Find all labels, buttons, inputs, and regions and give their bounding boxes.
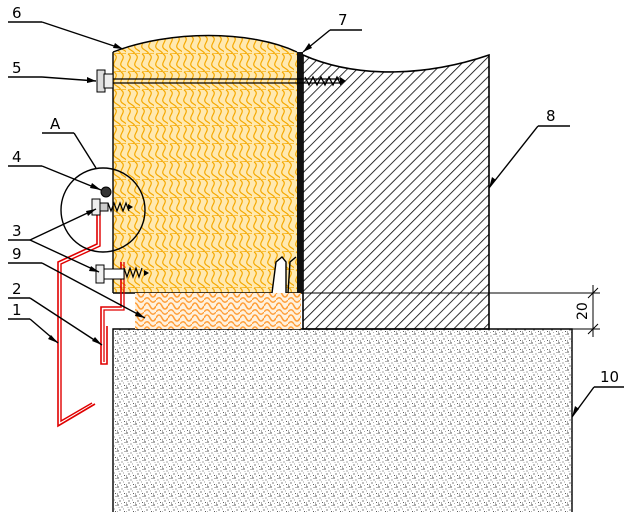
masonry-wall xyxy=(302,53,490,330)
concrete-foundation xyxy=(112,328,573,512)
callout-9-label: 9 xyxy=(12,245,22,263)
callout-6-label: 6 xyxy=(12,4,22,22)
callout-7-label: 7 xyxy=(338,11,348,29)
callout-8-label: 8 xyxy=(546,107,556,125)
callout-3: 3 xyxy=(8,208,100,273)
callout-7: 7 xyxy=(302,11,362,53)
self-drilling-screw-icon xyxy=(91,186,133,216)
insulation-board xyxy=(112,34,303,294)
adhesive-layer xyxy=(297,52,303,293)
callout-2-label: 2 xyxy=(12,280,22,298)
foam-sealing-strip xyxy=(135,293,301,329)
callout-8: 8 xyxy=(488,107,570,189)
callout-1-label: 1 xyxy=(12,301,22,319)
callout-10: 10 xyxy=(571,368,624,418)
callout-1: 1 xyxy=(8,301,59,344)
callout-4: 4 xyxy=(8,148,102,191)
callout-6: 6 xyxy=(8,4,124,50)
detail-circle-a: A xyxy=(42,115,146,253)
callout-5: 5 xyxy=(8,59,97,83)
callout-9: 9 xyxy=(8,245,146,319)
fixing-clip xyxy=(271,256,297,294)
callout-4-label: 4 xyxy=(12,148,22,166)
dimension-20: 20 xyxy=(303,285,600,337)
dimension-label: 20 xyxy=(575,302,591,320)
anchor-dowel-icon xyxy=(96,69,346,93)
callout-5-label: 5 xyxy=(12,59,22,77)
callout-10-label: 10 xyxy=(600,368,619,386)
callout-2: 2 xyxy=(8,280,103,346)
callout-3-label: 3 xyxy=(12,222,22,240)
lower-screw-icon xyxy=(95,264,149,284)
plinth-profile xyxy=(57,203,125,428)
detail-label-a: A xyxy=(50,115,61,133)
